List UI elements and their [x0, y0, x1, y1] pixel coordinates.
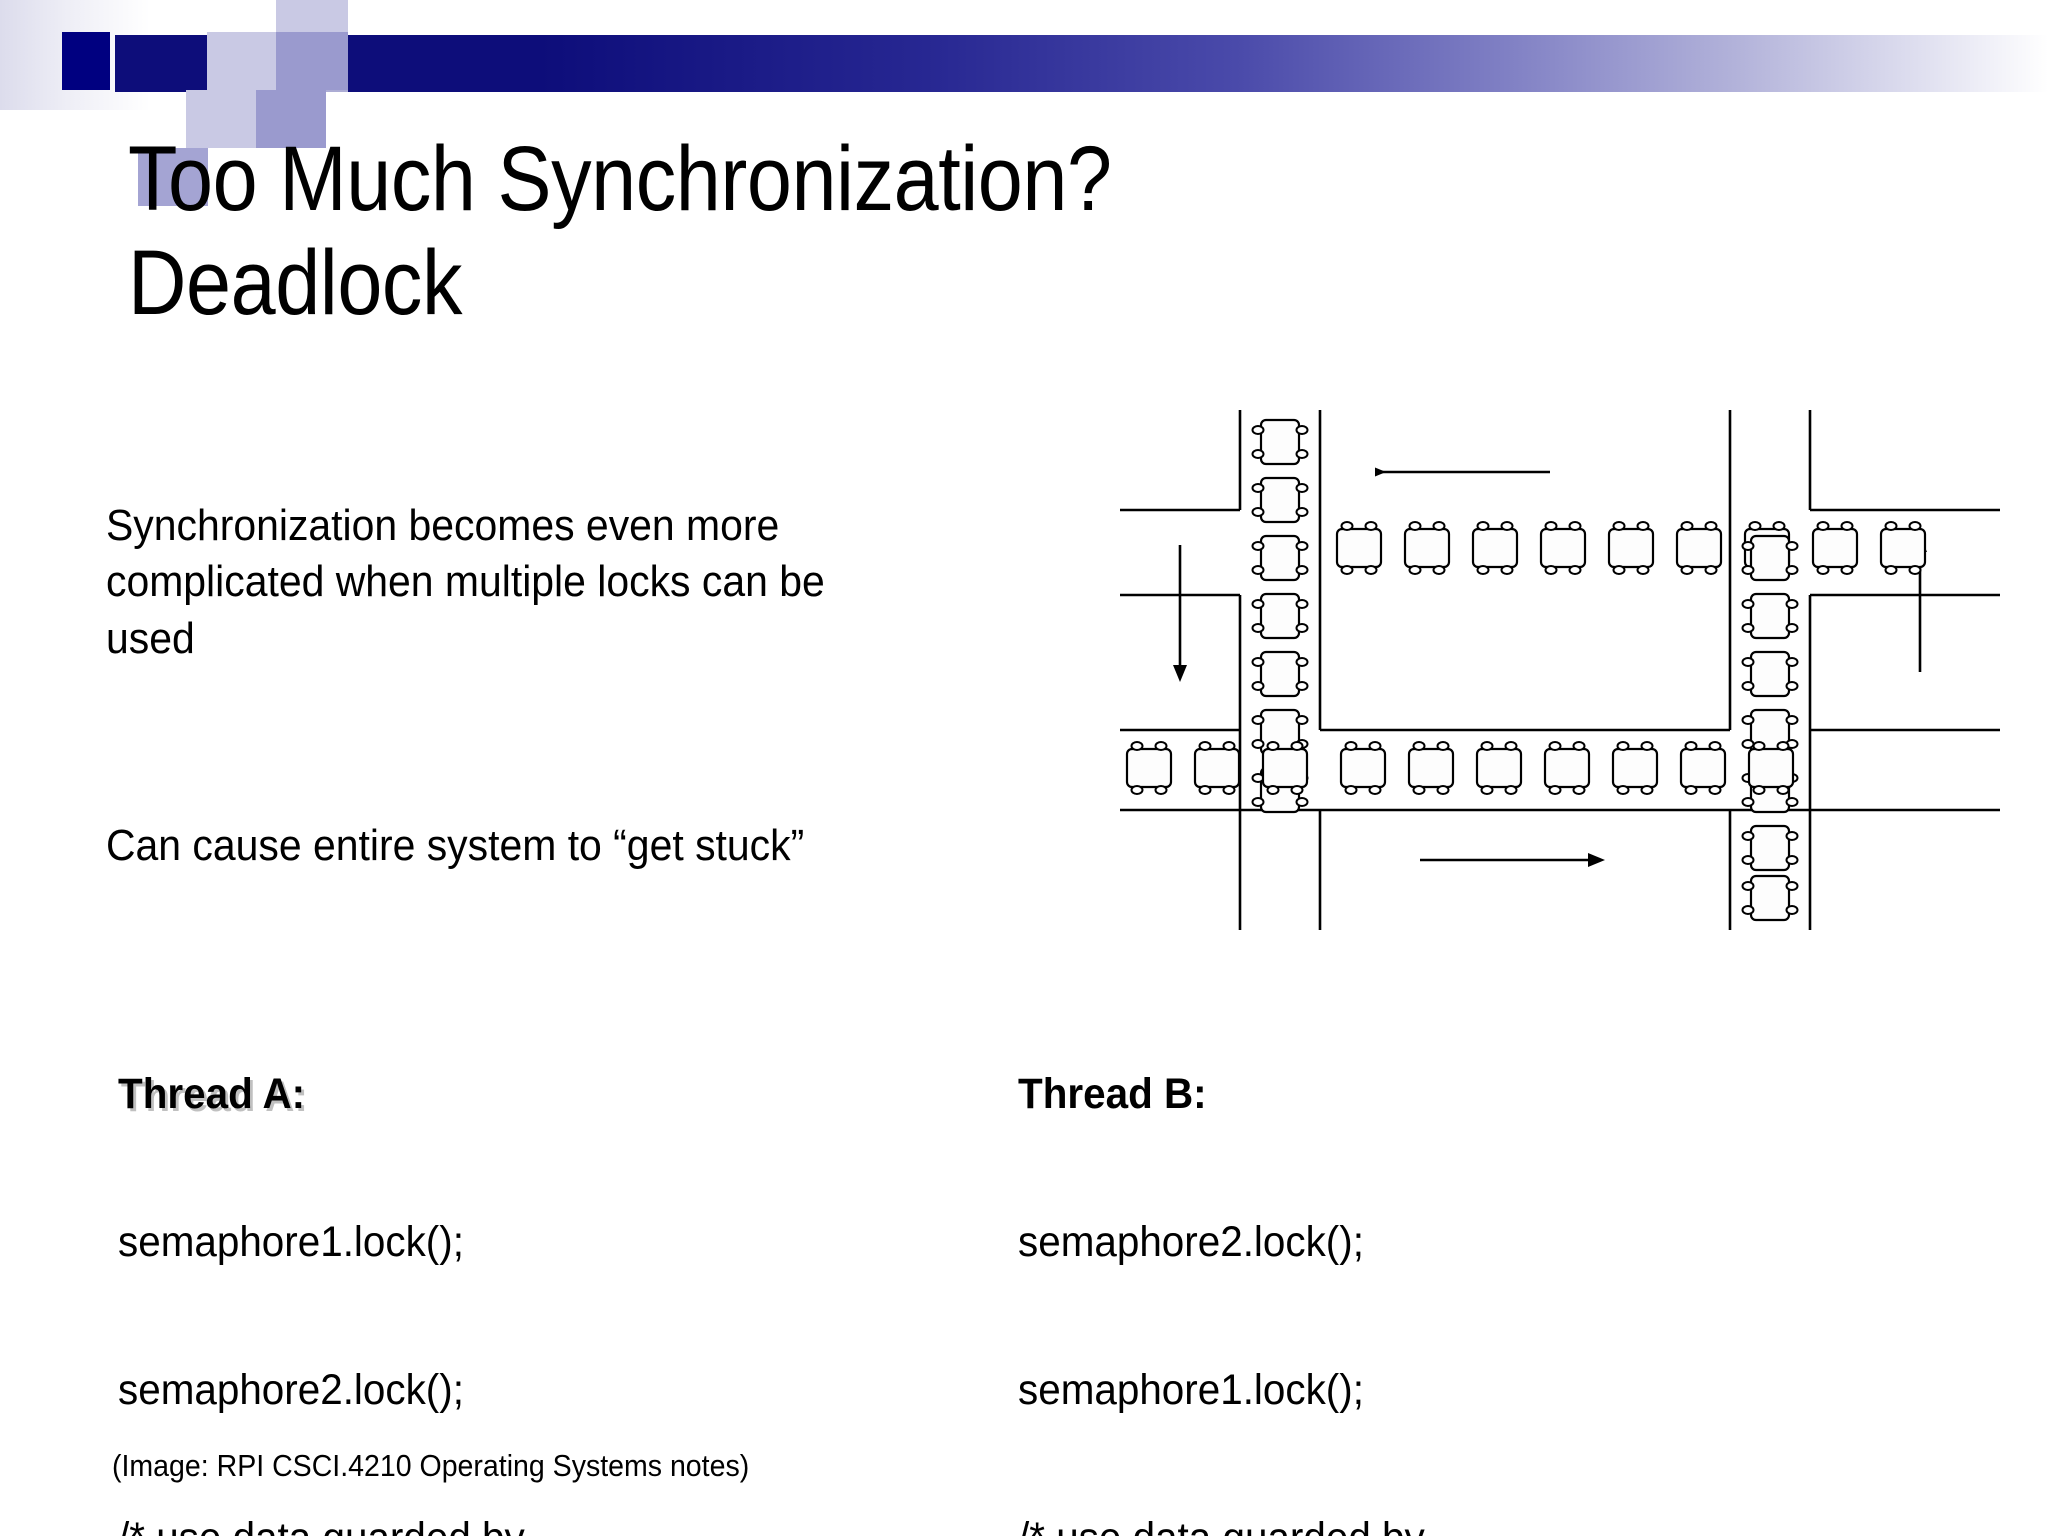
image-source-caption: (Image: RPI CSCI.4210 Operating Systems …: [112, 1448, 750, 1483]
car: [1611, 740, 1659, 796]
body-paragraph-multiple-locks: Synchronization becomes even more compli…: [106, 501, 825, 663]
thread-a-line-1: semaphore1.lock();: [118, 1218, 464, 1267]
header-square-mid-3: [138, 148, 208, 206]
thread-a-heading: Thread A:: [118, 1070, 306, 1119]
header-square-light-4: [186, 90, 256, 148]
header-square-light-3: [207, 32, 277, 90]
thread-b-line-2: semaphore1.lock();: [1018, 1365, 1364, 1414]
arrow-left-down-head: [1173, 665, 1187, 682]
car: [1543, 740, 1591, 796]
header-gradient-bar: [115, 35, 2048, 92]
thread-a-code-block: Thread A: semaphore1.lock(); semaphore2.…: [118, 972, 525, 1536]
car: [1747, 740, 1795, 796]
car: [1879, 520, 1927, 576]
car: [1471, 520, 1519, 576]
thread-a-line-3: /* use data guarded by: [118, 1514, 525, 1536]
thread-b-line-3: /* use data guarded by: [1018, 1514, 1425, 1536]
car: [1125, 740, 1173, 796]
car: [1741, 874, 1799, 922]
car: [1407, 740, 1455, 796]
car: [1741, 824, 1799, 872]
page-title: Too Much Synchronization? Deadlock: [128, 128, 1112, 334]
car: [1679, 740, 1727, 796]
thread-b-code-block: Thread B: semaphore2.lock(); semaphore1.…: [1018, 972, 1425, 1536]
header-square-dark: [62, 32, 110, 90]
thread-b-heading: Thread B:: [1018, 1070, 1207, 1119]
car: [1539, 520, 1587, 576]
header-decoration: [0, 0, 2048, 206]
car: [1251, 476, 1309, 524]
car: [1335, 520, 1383, 576]
car: [1251, 418, 1309, 466]
header-square-mid-1: [276, 32, 348, 90]
car-queue-right-vertical: [1741, 534, 1799, 922]
car: [1475, 740, 1523, 796]
car: [1741, 650, 1799, 698]
body-paragraph-get-stuck: Can cause entire system to “get stuck”: [106, 821, 805, 870]
car: [1811, 520, 1859, 576]
car-queue-bottom-horizontal: [1125, 740, 1795, 796]
header-square-mid-2: [256, 90, 326, 148]
car: [1261, 740, 1309, 796]
car: [1251, 650, 1309, 698]
car: [1741, 534, 1799, 582]
car: [1193, 740, 1241, 796]
thread-a-line-2: semaphore2.lock();: [118, 1365, 464, 1414]
car: [1607, 520, 1655, 576]
car-queue-top-horizontal: [1335, 520, 1927, 576]
car: [1251, 592, 1309, 640]
thread-b-line-1: semaphore2.lock();: [1018, 1218, 1364, 1267]
car: [1403, 520, 1451, 576]
car: [1741, 592, 1799, 640]
car: [1339, 740, 1387, 796]
arrow-bottom-right-head: [1588, 853, 1605, 867]
traffic-gridlock-diagram: [1120, 410, 2000, 930]
car: [1251, 534, 1309, 582]
car: [1675, 520, 1723, 576]
